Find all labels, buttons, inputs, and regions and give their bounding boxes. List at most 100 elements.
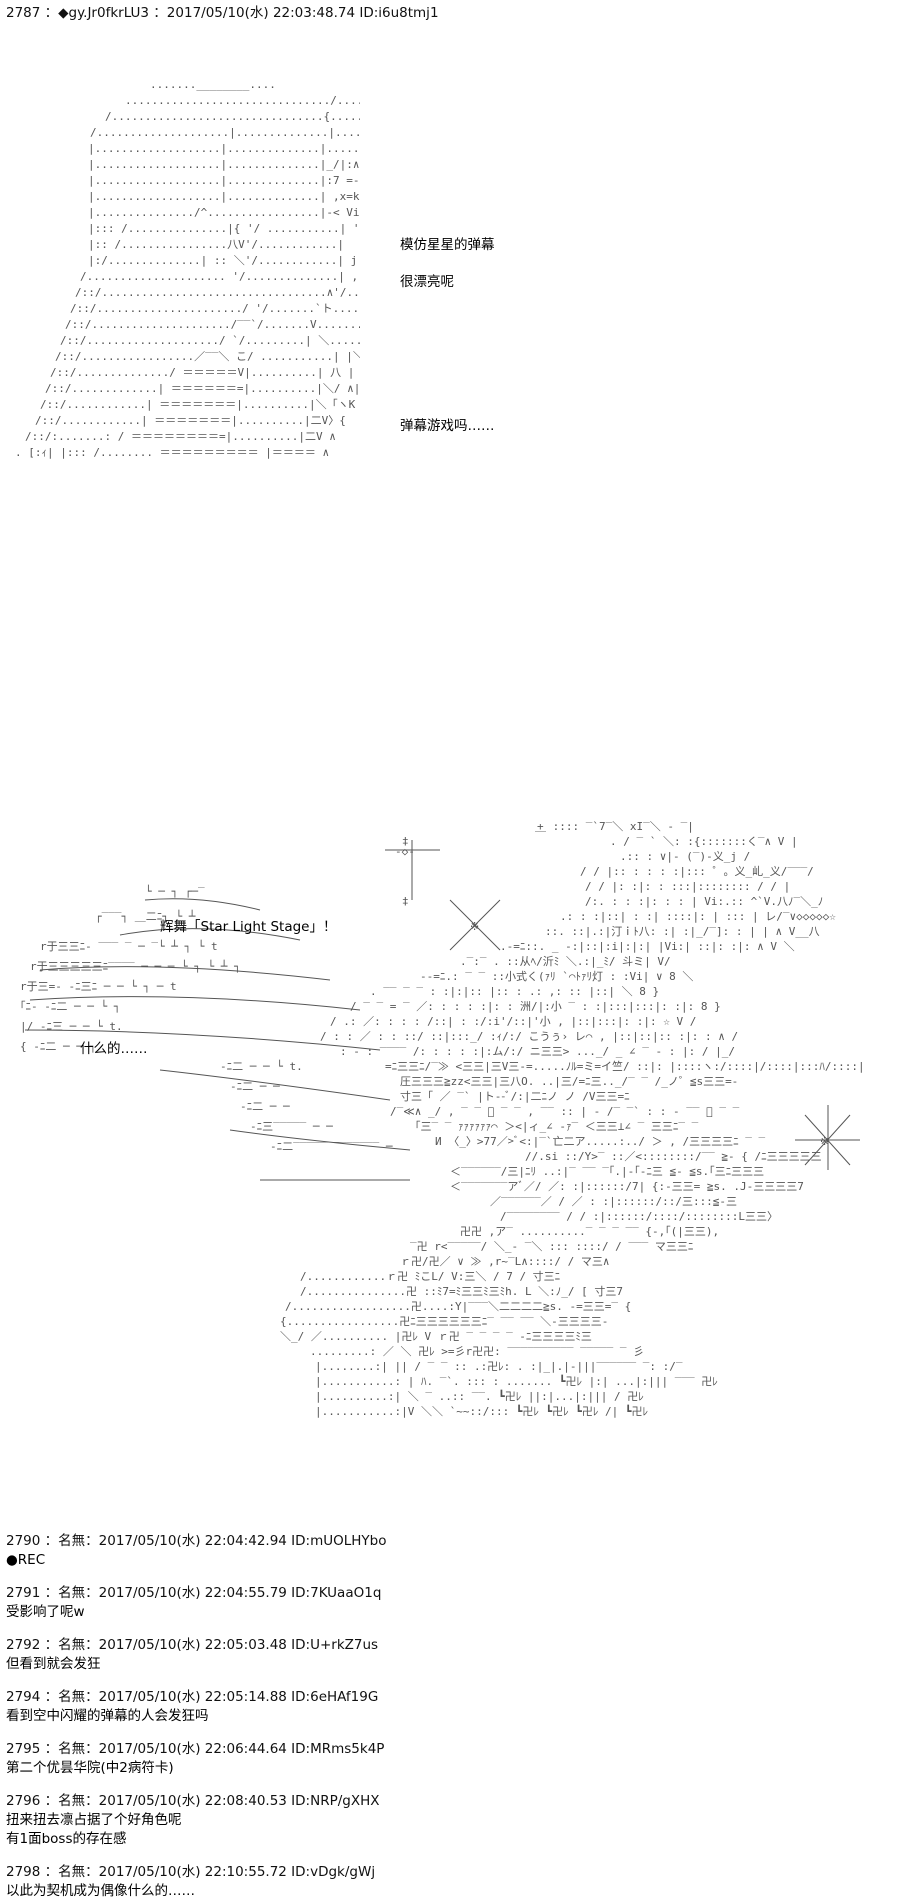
post-header: 2796 ：名無：2017/05/10(水) 22:08:40.53 ID:NR… xyxy=(6,1793,380,1809)
svg-text:{.................卍ﾆ三三三三三三ﾆ‾: {.................卍ﾆ三三三三三三ﾆ‾ ‾‾ ‾‾ ＼-三三三… xyxy=(280,1315,608,1328)
svg-text:|...........: | ﾊ. ‾`. :::: |...........: | ﾊ. ‾`. ::: : ....... ┗卍ﾚ… xyxy=(315,1374,718,1388)
svg-text:-ﾆ三‾‾‾‾‾ ─ ─: -ﾆ三‾‾‾‾‾ ─ ─ xyxy=(250,1120,333,1133)
post-header: 2795 ：名無：2017/05/10(水) 22:06:44.64 ID:MR… xyxy=(6,1741,385,1757)
caption-what-ellipsis: 什么的…… xyxy=(80,1041,148,1057)
svg-text:卍卍 ,ア‾ ..........‾ ‾ ‾ ‾‾: 卍卍 ,ア‾ ..........‾ ‾ ‾ ‾‾ {-,｢(|三三), xyxy=(460,1225,719,1238)
svg-text:-◇-: -◇- xyxy=(395,845,415,858)
svg-text:..............................: .............................../..... xyxy=(125,94,360,107)
svg-text:. [:ｨ| |::: /........ ＝＝＝＝＝＝＝＝: . [:ｨ| |::: /........ ＝＝＝＝＝＝＝＝＝ |＝＝＝＝ ∧ xyxy=(15,446,329,459)
post-body-line: 扭来扭去凛占据了个好角色呢 xyxy=(6,1812,182,1828)
post-body-line: 但看到就会发狂 xyxy=(6,1656,101,1672)
svg-text:‡: ‡ xyxy=(402,895,409,908)
svg-text:=ﾆ三三ﾆ/‾≫ <三三|三V三-=.....ﾉﾙ=ミ=イ竺: =ﾆ三三ﾆ/‾≫ <三三|三V三-=.....ﾉﾙ=ミ=イ竺/ ::|: |::… xyxy=(385,1059,865,1073)
svg-text:/::/..........................: /::/..................................∧'… xyxy=(75,286,360,299)
svg-text:寸三「 ／ ‾` |ト--ﾞ/:|二ﾆノ ノ: 寸三「 ／ ‾` |ト--ﾞ/:|二ﾆノ ノ /V三三=ﾆ xyxy=(400,1089,630,1103)
svg-text:{ -ﾆ: { -ﾆ二 ─ ─ ┐ xyxy=(20,1040,96,1053)
svg-text:/::/..................../ `: /::/..................../ `/.........| ＼… xyxy=(60,334,360,347)
svg-text:.:: : ∨|- (‾)-义_j /: .:: : ∨|- (‾)-义_j / xyxy=(620,850,750,863)
svg-text:|...................|.........: |...................|..............|_/|:… xyxy=(88,158,360,171)
svg-text:/‾≪∧ _/ , ‾ ‾ ﾞ ‾ ‾: /‾≪∧ _/ , ‾ ‾ ﾞ ‾ ‾ , ‾‾ :: | - /‾ ‾` : … xyxy=(390,1105,740,1118)
svg-text:/::/:.......: / ＝＝＝＝＝＝＝＝=|....: /::/:.......: / ＝＝＝＝＝＝＝＝=|..........|二V … xyxy=(25,430,336,443)
svg-text:r于三=- -ﾆ三ﾆ ─ ─: r于三=- -ﾆ三ﾆ ─ ─ └ ┐ ─ t xyxy=(20,979,177,993)
svg-text:|...................|.........: |...................|..............|:7 =… xyxy=(88,174,360,187)
svg-text:|::: /...............|{ '/ ...: |::: /...............|{ '/ ...........| … xyxy=(88,222,360,235)
svg-text:.: : :|::| : :| ::::|: | :::: .: : :|::| : :| ::::|: | ::: | レ/‾∨◇◇◇◇◇… xyxy=(560,910,836,923)
svg-text:.........: ／ ＼ 卍ﾚ >=彡r卍卍: ‾‾: .........: ／ ＼ 卍ﾚ >=彡r卍卍: ‾‾‾‾‾‾‾‾‾‾ ‾‾‾… xyxy=(310,1345,644,1358)
post-header: 2791 ：名無：2017/05/10(水) 22:04:55.79 ID:7K… xyxy=(6,1585,382,1601)
svg-text:-ﾆ二 ─ ─ └ t.: -ﾆ二 ─ ─ └ t. xyxy=(220,1059,303,1073)
svg-text:※: ※ xyxy=(470,920,479,933)
post-header: 2798 ：名無：2017/05/10(水) 22:10:55.72 ID:vD… xyxy=(6,1864,376,1880)
svg-text:‾卍 r<‾‾‾‾‾/ ＼_- ‾＼ ::: ::::/ /: ‾卍 r<‾‾‾‾‾/ ＼_- ‾＼ ::: ::::/ / ‾‾‾ マ三三ﾆ xyxy=(410,1240,693,1253)
svg-text:┌‾‾‾┐ ＿二ﾆ┐ └ ┴: ┌‾‾‾┐ ＿二ﾆ┐ └ ┴ xyxy=(95,909,196,923)
svg-text:. ‾‾ ‾ ‾ : :|:|:: |:: :: . ‾‾ ‾ ‾ : :|:|:: |:: : .: ,: :: |::| ＼ … xyxy=(370,985,659,998)
post-body-line: 有1面boss的存在感 xyxy=(6,1831,127,1847)
svg-text:＿ :::: ‾`7‾＼ xI‾＼ -: ＿ :::: ‾`7‾＼ xI‾＼ - ‾| xyxy=(535,820,694,833)
svg-text:/::/....................../ ': /::/....................../ '/.......`ト.… xyxy=(70,302,360,315)
post-header: 2792 ：名無：2017/05/10(水) 22:05:03.48 ID:U+… xyxy=(6,1637,379,1653)
svg-text:r于三三三三三ﾆ‾‾‾‾ ─ ─ ─ └ ┐ └: r于三三三三三ﾆ‾‾‾‾ ─ ─ ─ └ ┐ └ ┴ ┐ xyxy=(30,959,241,973)
svg-text:|.............../^............: |.............../^.................|-< V… xyxy=(88,206,360,219)
svg-text:＜‾‾‾‾‾‾‾アﾞ／/ ／: :|::::::/7| {:: ＜‾‾‾‾‾‾‾アﾞ／/ ／: :|::::::/7| {:-三三= ≧s. .… xyxy=(450,1180,804,1193)
svg-text:/..................... '/....: /..................... '/..............|… xyxy=(80,270,360,283)
caption-beautiful: 很漂亮呢 xyxy=(400,274,454,290)
svg-text:|:/..............| :: ＼'/.....: |:/..............| :: ＼'/............| j xyxy=(88,254,357,267)
svg-text:圧三三三≧zz<三三|三八O. ..|三/=ﾆ三.._/‾: 圧三三三≧zz<三三|三八O. ..|三/=ﾆ三.._/‾ ‾ /_ノ゜≦s三三… xyxy=(400,1075,738,1088)
svg-text:/::/.............| ＝＝＝＝＝＝=|...: /::/.............| ＝＝＝＝＝＝=|..........|＼/… xyxy=(45,382,360,395)
svg-text:/::/............| ＝＝＝＝＝＝＝|....: /::/............| ＝＝＝＝＝＝＝|..........|二V〉… xyxy=(35,414,346,427)
svg-text:::. ::|.:|汀ｉﾄ八: :| :|_/‾]: :: ::. ::|.:|汀ｉﾄ八: :| :|_/‾]: : | | ∧ V__八 xyxy=(545,925,820,938)
svg-text:/ ‾ ‾ = ‾ ／: : : : :|: :: / ‾ ‾ = ‾ ／: : : : :|: : 洲/|:小 ‾ : :|:::… xyxy=(350,1000,721,1013)
svg-text:／‾‾‾‾‾‾／ / ／ : :|::::::/::/三::: ／‾‾‾‾‾‾／ / ／ : :|::::::/::/三:::≦-三 xyxy=(490,1195,737,1208)
svg-text:ｒ卍/卍／ ∨ ≫ ,r~‾L∧::::/ /: ｒ卍/卍／ ∨ ≫ ,r~‾L∧::::/ / マ三∧ xyxy=(400,1255,609,1268)
svg-text:｢三‾ ‾ ｧｧｧｧｧｧ⌒ ＞<|ィ_∠ -ｧ‾: ｢三‾ ‾ ｧｧｧｧｧｧ⌒ ＞<|ィ_∠ -ｧ‾ ＜三三⊥∠ ‾ 三三ﾆ‾ ‾ xyxy=(415,1120,699,1133)
svg-text:|...................|.........: |...................|..............| ,x=… xyxy=(88,190,360,203)
svg-text:И 〈_〉>77／>ﾞ<:|‾`亡二ア.....:..: И 〈_〉>77／>ﾞ<:|‾`亡二ア.....:../ ＞ , /三三三三ﾆ … xyxy=(435,1134,766,1148)
svg-text:/::/...................../‾‾`/: /::/...................../‾‾`/.......V..… xyxy=(65,318,360,331)
svg-text:└ ─ ┐ ┌─‾: └ ─ ┐ ┌─‾ xyxy=(145,884,205,898)
svg-text:｢ﾆ- -ﾆ二: ｢ﾆ- -ﾆ二 ─ ─ └ ┐ xyxy=(20,999,120,1013)
post-body-line: 以此为契机成为偶像什么的…… xyxy=(6,1883,195,1899)
post-header: 2790 ：名無：2017/05/10(水) 22:04:42.94 ID:mU… xyxy=(6,1533,387,1549)
svg-text:/ / |:: : : : :|::: ゜。义_乢_: / / |:: : : : :|::: ゜。义_乢_义/‾‾‾/ xyxy=(580,865,814,878)
svg-text:|........:| || / ‾ ‾ :: .:: |........:| || / ‾ ‾ :: .:卍ﾚ: . :|_|.|-|… xyxy=(315,1360,683,1373)
svg-text:＜‾‾‾‾‾‾/三|ﾆﾘ ..:|‾ ‾‾ ‾｢.|-: ＜‾‾‾‾‾‾/三|ﾆﾘ ..:|‾ ‾‾ ‾｢.|-｢-ﾆ三 ≦- ≦s.｢三… xyxy=(450,1165,764,1178)
svg-text:.‾:‾ . ::从ﾍ/沂ﾐ ＼.:|_ﾐ/ 斗ミ|: .‾:‾ . ::从ﾍ/沂ﾐ ＼.:|_ﾐ/ 斗ミ| V/ xyxy=(460,955,671,968)
post-body-line: 看到空中闪耀的弹幕的人会发狂吗 xyxy=(6,1708,209,1724)
svg-text:/::/.................／‾‾＼ こ/ .: /::/.................／‾‾＼ こ/ ...........… xyxy=(55,350,360,363)
svg-text:/ / |: :|: : :::|::::::::: / / |: :|: : :::|:::::::: / / | xyxy=(585,880,790,893)
svg-text:--=ﾆ.: ‾ ‾ ::小式く(ｧﾘ `⌒ﾄｧﾘ: --=ﾆ.: ‾ ‾ ::小式く(ｧﾘ `⌒ﾄｧﾘ灯 : :Vi| ∨ 8 ＼ xyxy=(420,970,693,983)
svg-text:+: + xyxy=(537,820,544,833)
svg-text:/:. : : :|: : : | Vi:.:: ^`V: /:. : : :|: : : | Vi:.:: ^`V.八ﾉ‾＼_ﾉ xyxy=(585,895,823,908)
svg-text:/...............卍 ::ﾐ7=ﾐ三三ﾐ三ﾐ: /...............卍 ::ﾐ7=ﾐ三三ﾐ三ﾐh. L ＼:ﾉ_/ … xyxy=(300,1284,623,1298)
svg-text:-ﾆ二 ─ ─: -ﾆ二 ─ ─ xyxy=(240,1100,290,1113)
svg-text:|:: /................八V'/.....: |:: /................八V'/............| xyxy=(88,238,344,251)
caption-spell-card: 辉舞「Star Light Stage」！ xyxy=(160,919,337,935)
svg-text:.......________....: .......________.... xyxy=(150,78,276,91)
post-header: 2794 ：名無：2017/05/10(水) 22:05:14.88 ID:6e… xyxy=(6,1689,379,1705)
caption-danmaku-game: 弹幕游戏吗…… xyxy=(400,418,495,434)
svg-text:.-=ﾆ::. _ -:|::|:i|:|:| |Vi:: .-=ﾆ::. _ -:|::|:i|:|:| |Vi:| ::|: :|: ∧… xyxy=(500,940,795,953)
ascii-art-character: .......________.... ....................… xyxy=(0,70,360,510)
svg-text:|..........:| ＼ ‾ ..::: |..........:| ＼ ‾ ..:: ‾‾. ┗卍ﾚ ||:|...|:… xyxy=(315,1389,644,1403)
ascii-art-spell-scene: ＿ :::: ‾`7‾＼ xI‾＼ - ‾| . / ‾ ` ＼: :{::::… xyxy=(0,800,921,1480)
svg-text:/............ｒ卍 ﾐこL/ V:三＼: /............ｒ卍 ﾐこL/ V:三＼ / 7 / 寸三ﾆ xyxy=(300,1269,560,1283)
caption-danmaku-imitation: 模仿星星的弹幕 xyxy=(400,237,495,253)
svg-text:/ : : ／ : : ::/ ::|:::_/ :: / : : ／ : : ::/ ::|:::_/ :ｨ/:/ こうぅ› レ⌒ ,… xyxy=(320,1030,738,1043)
post-header-2787: 2787 ：◆gy.Jr0fkrLU3 ：2017/05/10(水) 22:03… xyxy=(6,5,439,21)
svg-text://.si ::/Y>‾ ::／<::::::::/‾‾: //.si ::/Y>‾ ::／<::::::::/‾‾ ≧- { /ﾆ三三三三… xyxy=(525,1150,822,1163)
post-body-line: 受影响了呢w xyxy=(6,1604,85,1620)
svg-text:※: ※ xyxy=(820,1135,829,1148)
svg-text:/....................|........: /....................|..............|...… xyxy=(90,126,360,139)
svg-text:-ﾆ二 ─ ─: -ﾆ二 ─ ─ xyxy=(230,1080,280,1093)
post-body-line: 第二个优昙华院(中2病符卡) xyxy=(6,1760,174,1776)
svg-text:/::/............../ ＝＝＝＝＝V|...: /::/............../ ＝＝＝＝＝V|..........| 八… xyxy=(50,366,354,379)
svg-text:-ﾆ二‾‾‾‾‾‾‾‾‾‾‾‾‾ ─: -ﾆ二‾‾‾‾‾‾‾‾‾‾‾‾‾ ─ xyxy=(270,1140,393,1153)
post-body-line: ●REC xyxy=(6,1552,46,1568)
svg-text:|...........:|V ＼＼ `~~::/: |...........:|V ＼＼ `~~::/::: ┗卍ﾚ ┗卍ﾚ ┗卍ﾚ… xyxy=(315,1404,648,1418)
svg-text:/.............................: /................................{......… xyxy=(105,110,360,123)
svg-text:|/ -ﾆ三: |/ -ﾆ三 ─ ─ └ t. xyxy=(20,1019,123,1033)
svg-text:r于三三ﾆ‐ ‾‾‾ ‾ ─ ‾└ ┴ ┐: r于三三ﾆ‐ ‾‾‾ ‾ ─ ‾└ ┴ ┐ └ t xyxy=(40,939,218,953)
svg-text:‡: ‡ xyxy=(402,835,409,848)
svg-text:|...................|.........: |...................|..............|....… xyxy=(88,142,360,155)
svg-text:/..................卍....:Y|‾‾‾: /..................卍....:Y|‾‾‾＼二二二二≧s. -… xyxy=(285,1300,631,1313)
